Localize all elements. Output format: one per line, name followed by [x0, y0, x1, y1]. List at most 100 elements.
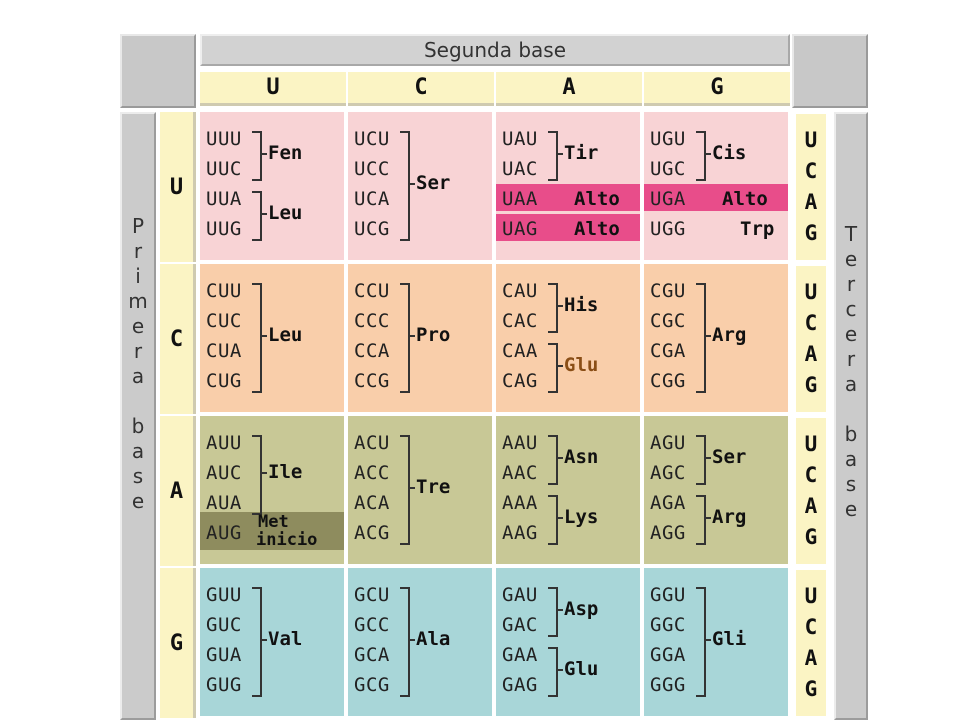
codon: GUG: [206, 674, 242, 696]
amino-acid-label: Glu: [564, 354, 599, 376]
bracket-tick: [556, 517, 563, 519]
codon: UCC: [354, 158, 390, 180]
codon: UAA: [502, 188, 538, 210]
bracket: [548, 343, 558, 393]
stop-label: Alto: [574, 188, 620, 210]
bracket: [252, 283, 262, 393]
codon: AUU: [206, 432, 242, 454]
start-label: Met: [258, 512, 289, 532]
third-base-label-letter: b: [844, 422, 858, 446]
codon: GCA: [354, 644, 390, 666]
codon: GGU: [650, 584, 686, 606]
third-base-label-letter: e: [844, 497, 858, 521]
codon: CUA: [206, 340, 242, 362]
amino-acid-label: Glu: [564, 658, 599, 680]
codon: UCU: [354, 128, 390, 150]
amino-acid-label: Tir: [564, 142, 599, 164]
stop-highlight: [496, 184, 640, 211]
third-base-A: A: [804, 342, 818, 366]
bracket-tick: [704, 517, 711, 519]
bracket: [400, 435, 410, 545]
codon: GGC: [650, 614, 686, 636]
codon: GAU: [502, 584, 538, 606]
third-base-A: A: [804, 646, 818, 670]
corner-block: [120, 34, 196, 108]
third-base-U: U: [804, 280, 818, 304]
amino-acid-label: Ala: [416, 628, 451, 650]
third-base-U: U: [804, 432, 818, 456]
start-label: inicio: [256, 530, 318, 550]
bracket: [696, 131, 706, 181]
bracket-tick: [556, 153, 563, 155]
bracket-tick: [556, 669, 563, 671]
first-base-label-letter: i: [135, 264, 141, 288]
bracket: [548, 131, 558, 181]
third-base-label-letter: r: [846, 272, 856, 296]
stop-highlight: [496, 214, 640, 241]
first-base-A: A: [160, 416, 196, 566]
amino-acid-label: Ser: [712, 446, 747, 468]
first-base-label-letter: [135, 389, 141, 414]
bracket-tick: [260, 153, 267, 155]
codon: CAU: [502, 280, 538, 302]
codon: AAA: [502, 492, 538, 514]
bracket-tick: [408, 639, 415, 641]
third-base-label-letter: T: [844, 222, 858, 246]
stop-label: Alto: [574, 218, 620, 240]
codon: AGA: [650, 492, 686, 514]
first-base-label-letter: b: [131, 414, 145, 438]
bracket: [696, 495, 706, 545]
third-base-label-letter: a: [844, 372, 858, 396]
codon: AAG: [502, 522, 538, 544]
bracket: [696, 587, 706, 697]
codon: CCA: [354, 340, 390, 362]
codon: UGC: [650, 158, 686, 180]
third-base-C: C: [804, 311, 818, 335]
third-base-C: C: [804, 159, 818, 183]
first-base-label-letter: e: [131, 314, 145, 338]
third-base-G: G: [804, 373, 818, 397]
bracket-tick: [260, 472, 267, 474]
codon: GGG: [650, 674, 686, 696]
start-highlight: [200, 512, 344, 550]
third-base-label-letter: [848, 397, 854, 422]
bracket: [548, 587, 558, 637]
third-base-label-letter: c: [845, 297, 857, 321]
codon: UCG: [354, 218, 390, 240]
codon: CGA: [650, 340, 686, 362]
codon: CGC: [650, 310, 686, 332]
amino-acid-label: Fen: [268, 142, 303, 164]
third-base-U: U: [804, 128, 818, 152]
codon: CCC: [354, 310, 390, 332]
third-base-label-letter: e: [844, 247, 858, 271]
bracket-tick: [704, 457, 711, 459]
bracket: [548, 647, 558, 697]
bracket-tick: [408, 335, 415, 337]
codon: CAG: [502, 370, 538, 392]
bracket-tick: [408, 487, 415, 489]
amino-acid-label: Val: [268, 628, 303, 650]
codon: UAG: [502, 218, 538, 240]
third-base-U: U: [804, 584, 818, 608]
codon: UUU: [206, 128, 242, 150]
bracket-tick: [556, 609, 563, 611]
bracket: [548, 495, 558, 545]
bracket: [252, 435, 262, 515]
codon: UUG: [206, 218, 242, 240]
bracket-tick: [556, 365, 563, 367]
codon: CUG: [206, 370, 242, 392]
bracket: [252, 131, 262, 181]
first-base-C: C: [160, 264, 196, 414]
amino-acid-label: His: [564, 294, 599, 316]
codon: UAU: [502, 128, 538, 150]
first-base-U: U: [160, 112, 196, 262]
codon: UGA: [650, 188, 686, 210]
codon: GUU: [206, 584, 242, 606]
